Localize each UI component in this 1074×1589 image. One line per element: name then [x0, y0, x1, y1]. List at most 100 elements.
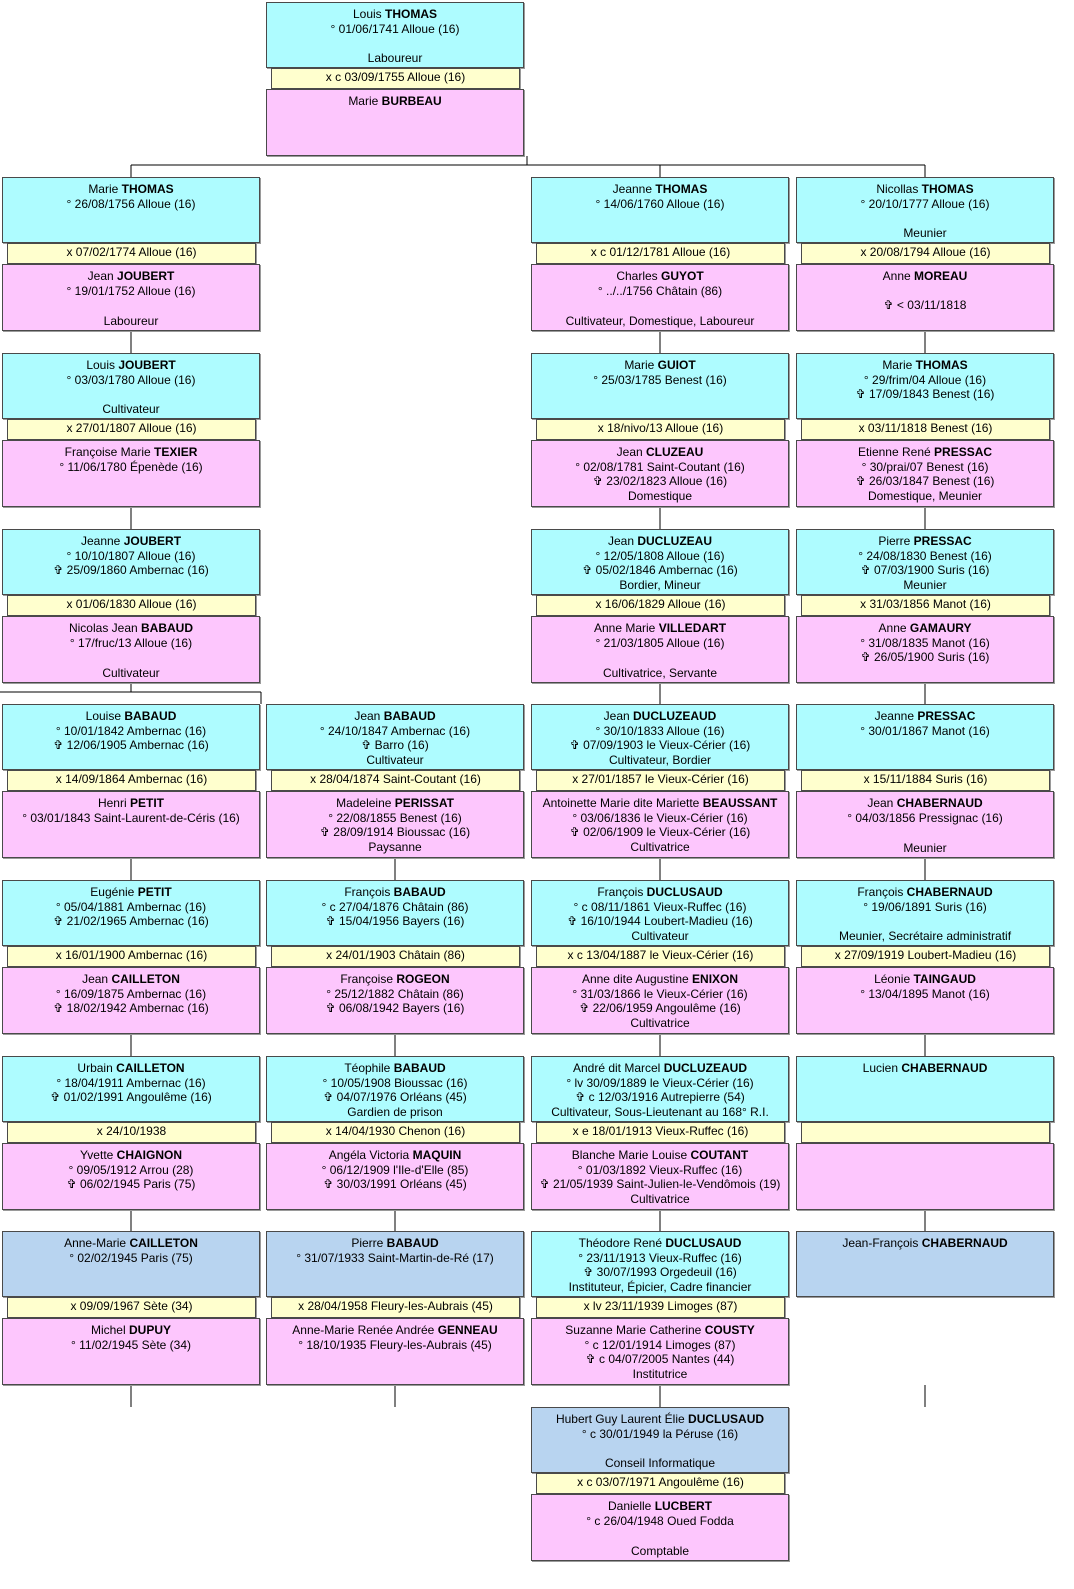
surname: THOMAS	[921, 182, 974, 196]
marriage-text: x 16/01/1900 Ambernac (16)	[55, 948, 208, 962]
person-name: Françoise Marie TEXIER	[3, 445, 259, 460]
person-name: Jean CHABERNAUD	[797, 796, 1053, 811]
first-name: Anne-Marie Renée Andrée	[292, 1323, 435, 1337]
person-name: Madeleine PERISSAT	[267, 796, 523, 811]
event-line: ° 19/06/1891 Suris (16)	[863, 899, 987, 914]
surname: PRESSAC	[913, 534, 972, 548]
event-line: ✞ 21/02/1965 Ambernac (16)	[53, 914, 209, 928]
event-line: ° c 26/04/1948 Oued Fodda	[586, 1513, 734, 1528]
person-name: Anne-Marie Renée Andrée GENNEAU	[267, 1323, 523, 1338]
person-box: Jean DUCLUZEAUD° 30/10/1833 Alloue (16)✞…	[531, 704, 789, 770]
event-line: ° 21/03/1805 Alloue (16)	[595, 635, 725, 650]
person-box: Marie THOMAS° 26/08/1756 Alloue (16)	[2, 177, 260, 243]
person-name: Marie THOMAS	[797, 358, 1053, 373]
person-name: Nicollas THOMAS	[797, 182, 1053, 197]
event-line: ° c 12/01/1914 Limoges (87)	[584, 1337, 736, 1352]
first-name: Jean	[87, 269, 114, 283]
spouse-box: Jean CAILLETON° 16/09/1875 Ambernac (16)…	[2, 967, 260, 1034]
person-name: Françoise ROGEON	[267, 972, 523, 987]
surname: DUCLUSAUD	[688, 1412, 765, 1426]
marriage-text: x 01/06/1830 Alloue (16)	[66, 597, 197, 611]
surname: ENIXON	[692, 972, 739, 986]
person-name: Jeanne THOMAS	[532, 182, 788, 197]
first-name: Jeanne	[612, 182, 653, 196]
event-line: Cultivateur, Sous-Lieutenant au 168° R.I…	[551, 1104, 769, 1119]
surname: DUCLUZEAU	[637, 534, 713, 548]
surname: JOUBERT	[118, 358, 176, 372]
surname: CHABERNAUD	[906, 885, 993, 899]
marriage-bar: x 24/10/1938	[7, 1122, 256, 1143]
spouse-box: Jean CHABERNAUD° 04/03/1856 Pressignac (…	[796, 791, 1054, 858]
surname: CHABERNAUD	[921, 1236, 1008, 1250]
event-line: ° 02/08/1781 Saint-Coutant (16)	[575, 459, 745, 474]
occupation: Comptable	[630, 1543, 690, 1558]
event-line: Cultivateur	[631, 928, 689, 943]
person-name: Anne MOREAU	[797, 269, 1053, 284]
person-box: Louis JOUBERT° 03/03/1780 Alloue (16)Cul…	[2, 353, 260, 419]
surname: BURBEAU	[381, 94, 442, 108]
marriage-bar: x 28/04/1874 Saint-Coutant (16)	[271, 770, 520, 791]
first-name: Hubert Guy Laurent Élie	[555, 1412, 685, 1426]
person-name: François DUCLUSAUD	[532, 885, 788, 900]
marriage-bar: x 31/03/1856 Manot (16)	[801, 595, 1050, 616]
marriage-bar: x 27/01/1807 Alloue (16)	[7, 419, 256, 440]
first-name: Suzanne Marie Catherine	[565, 1323, 702, 1337]
person-name: Nicolas Jean BABAUD	[3, 621, 259, 636]
first-name: Jean	[603, 709, 630, 723]
surname: DUPUY	[129, 1323, 172, 1337]
person-name: Louis THOMAS	[267, 7, 523, 22]
first-name: Marie	[624, 358, 655, 372]
event-line: Meunier	[903, 577, 947, 592]
marriage-bar: x 14/04/1930 Chenon (16)	[271, 1122, 520, 1143]
spouse-box: Anne MOREAU✞ < 03/11/1818	[796, 264, 1054, 331]
event-line: Cultivatrice	[630, 839, 690, 854]
event-line: ° 30/prai/07 Benest (16)	[861, 459, 989, 474]
surname: BABAUD	[386, 1236, 439, 1250]
surname: PETIT	[130, 796, 165, 810]
surname: DUCLUSAUD	[665, 1236, 742, 1250]
person-name: Angéla Victoria MAQUIN	[267, 1148, 523, 1163]
person-name: Jean-François CHABERNAUD	[797, 1236, 1053, 1251]
event-line: ✞ 07/03/1900 Suris (16)	[860, 563, 990, 577]
event-line: ° 31/08/1835 Manot (16)	[860, 635, 990, 650]
first-name: Jean	[616, 445, 643, 459]
marriage-text: x 27/09/1919 Loubert-Madieu (16)	[834, 948, 1017, 962]
surname: CHAIGNON	[116, 1148, 183, 1162]
spouse-box: Danielle LUCBERT° c 26/04/1948 Oued Fodd…	[531, 1494, 789, 1561]
person-name: Jean CLUZEAU	[532, 445, 788, 460]
spouse-box: Angéla Victoria MAQUIN° 06/12/1909 l'Ile…	[266, 1143, 524, 1210]
event-line: ° 23/11/1913 Vieux-Ruffec (16)	[578, 1250, 742, 1265]
event-line: ° c 08/11/1861 Vieux-Ruffec (16)	[573, 899, 747, 914]
event-line: ° 12/05/1808 Alloue (16)	[595, 548, 725, 563]
event-line: ° 18/10/1935 Fleury-les-Aubrais (45)	[298, 1337, 492, 1352]
surname: JOUBERT	[123, 534, 182, 548]
first-name: Yvette	[79, 1148, 114, 1162]
event-line: ° 03/03/1780 Alloue (16)	[66, 372, 196, 387]
event-line: ✞ Barro (16)	[361, 738, 429, 752]
event-line: ° 24/10/1847 Ambernac (16)	[319, 723, 471, 738]
first-name: Marie	[88, 182, 119, 196]
event-line: Gardien de prison	[347, 1104, 443, 1119]
person-box: François BABAUD° c 27/04/1876 Châtain (8…	[266, 880, 524, 946]
first-name: Jean	[354, 709, 381, 723]
first-name: Urbain	[77, 1061, 113, 1075]
event-line: ° 06/12/1909 l'Ile-d'Elle (85)	[321, 1162, 469, 1177]
occupation: Cultivateur	[102, 401, 160, 416]
surname: COUSTY	[704, 1323, 755, 1337]
person-name: Pierre PRESSAC	[797, 534, 1053, 549]
person-name: Théodore René DUCLUSAUD	[532, 1236, 788, 1251]
occupation: Cultivatrice, Servante	[602, 665, 718, 680]
event-line: ° 09/05/1912 Arrou (28)	[68, 1162, 194, 1177]
occupation: Laboureur	[367, 50, 423, 65]
surname: COUTANT	[690, 1148, 749, 1162]
marriage-text: x c 13/04/1887 le Vieux-Cérier (16)	[567, 948, 754, 962]
surname: MAQUIN	[412, 1148, 462, 1162]
spouse-box: Anne dite Augustine ENIXON° 31/03/1866 l…	[531, 967, 789, 1034]
marriage-bar: x 27/09/1919 Loubert-Madieu (16)	[801, 946, 1050, 967]
occupation: Conseil Informatique	[604, 1455, 716, 1470]
marriage-bar: x c 03/09/1755 Alloue (16)	[271, 68, 520, 89]
spouse-box: Marie BURBEAU	[266, 89, 524, 156]
first-name: Danielle	[607, 1499, 652, 1513]
event-line: ° 30/10/1833 Alloue (16)	[595, 723, 725, 738]
marriage-bar: x c 13/04/1887 le Vieux-Cérier (16)	[536, 946, 785, 967]
